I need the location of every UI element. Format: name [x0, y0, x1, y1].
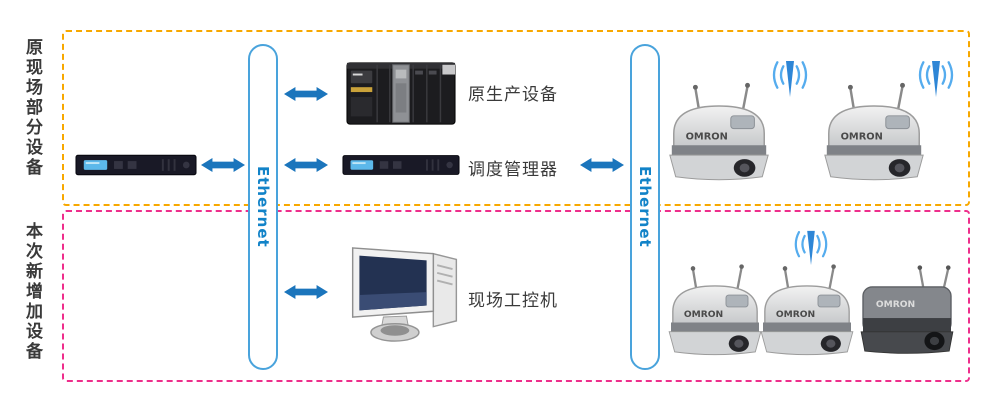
ethernet-bus-left: Ethernet — [248, 44, 278, 370]
bidirectional-arrow-icon — [284, 84, 328, 104]
wifi-signal-icon — [792, 222, 830, 274]
bidirectional-arrow-icon — [284, 155, 328, 175]
ethernet-left-label: Ethernet — [254, 166, 272, 248]
mobile-robot: OMRON — [752, 262, 862, 362]
mobile-robot: OMRON — [660, 78, 778, 190]
zone-new-equipment — [62, 210, 970, 382]
zone-original-equipment — [62, 30, 970, 206]
robot-brand-text: OMRON — [876, 299, 915, 310]
zone-original-label: 原现场部分设备 — [22, 38, 42, 178]
robot-brand-text: OMRON — [684, 309, 723, 320]
robot-brand-text: OMRON — [841, 131, 883, 142]
rack-device-scheduler — [342, 152, 460, 178]
plc-device — [345, 56, 457, 132]
wifi-signal-icon — [916, 52, 956, 106]
scheduler-device-label: 调度管理器 — [468, 160, 558, 180]
ipc-device-label: 现场工控机 — [468, 291, 558, 311]
ethernet-right-label: Ethernet — [636, 166, 654, 248]
mobile-robot-dark: OMRON — [852, 264, 962, 362]
bidirectional-arrow-icon — [201, 155, 245, 175]
mobile-robot: OMRON — [660, 262, 770, 362]
bidirectional-arrow-icon — [284, 282, 328, 302]
robot-brand-text: OMRON — [686, 131, 728, 142]
industrial-pc-device — [345, 242, 465, 346]
ethernet-bus-right: Ethernet — [630, 44, 660, 370]
mobile-robot: OMRON — [815, 78, 933, 190]
wifi-signal-icon — [770, 52, 810, 106]
production-device-label: 原生产设备 — [468, 85, 558, 105]
rack-device-left — [75, 152, 197, 178]
robot-brand-text: OMRON — [776, 309, 815, 320]
zone-new-label: 本次新增加设备 — [22, 222, 42, 362]
bidirectional-arrow-icon — [580, 155, 624, 175]
